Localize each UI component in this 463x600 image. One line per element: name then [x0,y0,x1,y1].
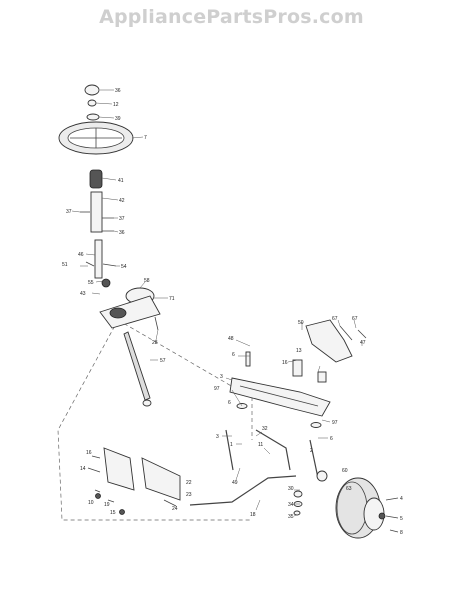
callout-10: 10 [88,500,94,506]
callout-67-b: 67 [352,316,358,322]
steering-support-plate[interactable] [141,457,181,501]
callout-30: 30 [288,486,294,492]
callout-97-right: 97 [332,420,338,426]
guide-line-left [57,319,250,521]
callout-43: 43 [80,291,86,297]
wheel-washer[interactable] [86,113,100,121]
callout-36-column: 36 [119,230,125,236]
support-nut-a[interactable] [95,493,101,499]
callout-47: 47 [360,340,366,346]
callout-12: 12 [113,102,119,108]
callout-19: 19 [104,502,110,508]
spindle-left[interactable] [225,429,234,471]
plate-bolt[interactable] [154,316,159,331]
support-nut-b[interactable] [119,509,125,515]
callout-54: 54 [121,264,127,270]
callout-18: 18 [250,512,256,518]
rim-center[interactable] [378,512,386,520]
wheel-axle-hardware[interactable] [385,497,399,533]
callout-3-lower: 3 [216,434,219,440]
support-bolts[interactable] [87,455,115,503]
callout-23: 23 [186,492,192,498]
callout-4: 4 [400,496,403,502]
shaft-pin[interactable] [85,261,95,267]
callout-51: 51 [62,262,68,268]
callout-6-right: 6 [330,436,333,442]
front-axle[interactable] [229,377,331,417]
callout-58: 58 [144,278,150,284]
callout-60: 60 [342,468,348,474]
callout-35: 35 [288,514,294,520]
shaft-bolt[interactable] [102,263,117,267]
callout-46: 46 [78,252,84,258]
callout-67-a: 67 [332,316,338,322]
bracket-spacer[interactable] [292,359,303,377]
callout-32: 32 [262,426,268,432]
callout-15: 15 [110,510,116,516]
callout-7: 7 [144,135,147,141]
wheel-cap[interactable] [84,84,100,96]
callout-41: 41 [118,178,124,184]
pinion-gear[interactable] [101,278,111,288]
steering-support-bracket[interactable] [103,447,135,491]
callout-2: 2 [310,448,313,454]
support-rod[interactable] [163,499,177,507]
spindle-nut[interactable] [293,490,303,498]
steering-plate[interactable] [99,295,161,329]
callout-39: 39 [115,116,121,122]
tie-rod[interactable] [189,475,297,506]
leader-lines [71,89,363,517]
steering-plate-hub[interactable] [109,307,127,319]
spindle-hub[interactable] [316,470,328,482]
callout-34: 34 [288,502,294,508]
steering-adapter[interactable] [89,169,103,189]
callout-3: 3 [220,374,223,380]
bracket-bolt[interactable] [339,325,367,341]
callout-6-upper: 6 [232,352,235,358]
column-bolt-right[interactable] [102,217,114,232]
watermark: AppliancePartsPros.com [99,6,364,28]
callout-8: 8 [400,530,403,536]
callout-37-left: 37 [66,209,72,215]
callout-42: 42 [119,198,125,204]
callout-24: 24 [172,506,178,512]
wheel-nut[interactable] [87,99,97,107]
callout-14: 14 [80,466,86,472]
callout-71: 71 [169,296,175,302]
steering-column-tube[interactable] [90,191,103,233]
spindle-right[interactable] [309,439,319,479]
callout-11: 11 [258,442,263,448]
callout-37-right: 37 [119,216,125,222]
drag-link[interactable] [123,331,151,401]
callout-16: 16 [282,360,288,366]
callout-16-lower: 16 [86,450,92,456]
callout-22: 22 [186,480,192,486]
axle-bracket[interactable] [305,319,353,363]
callout-55: 55 [88,280,94,286]
axle-washer-right[interactable] [310,422,322,428]
callout-97-left: 97 [214,386,220,392]
callout-28: 28 [152,340,158,346]
callout-50: 50 [298,320,304,326]
bracket-sleeve[interactable] [317,371,327,383]
callout-57: 57 [160,358,166,364]
axle-pivot-bolt[interactable] [245,351,251,367]
steering-wheel-spokes [70,128,122,148]
drag-link-end[interactable] [142,399,152,407]
callout-6-left: 6 [228,400,231,406]
steering-shaft[interactable] [94,239,103,279]
front-axle-detail [239,385,319,407]
steering-arm[interactable] [255,429,291,471]
callout-48: 48 [228,336,234,342]
callout-63: 63 [346,486,352,492]
callout-49: 49 [232,480,238,486]
callout-13: 13 [296,348,302,354]
callout-36: 36 [115,88,121,94]
callout-5: 5 [400,516,403,522]
callout-1: 1 [230,442,233,448]
